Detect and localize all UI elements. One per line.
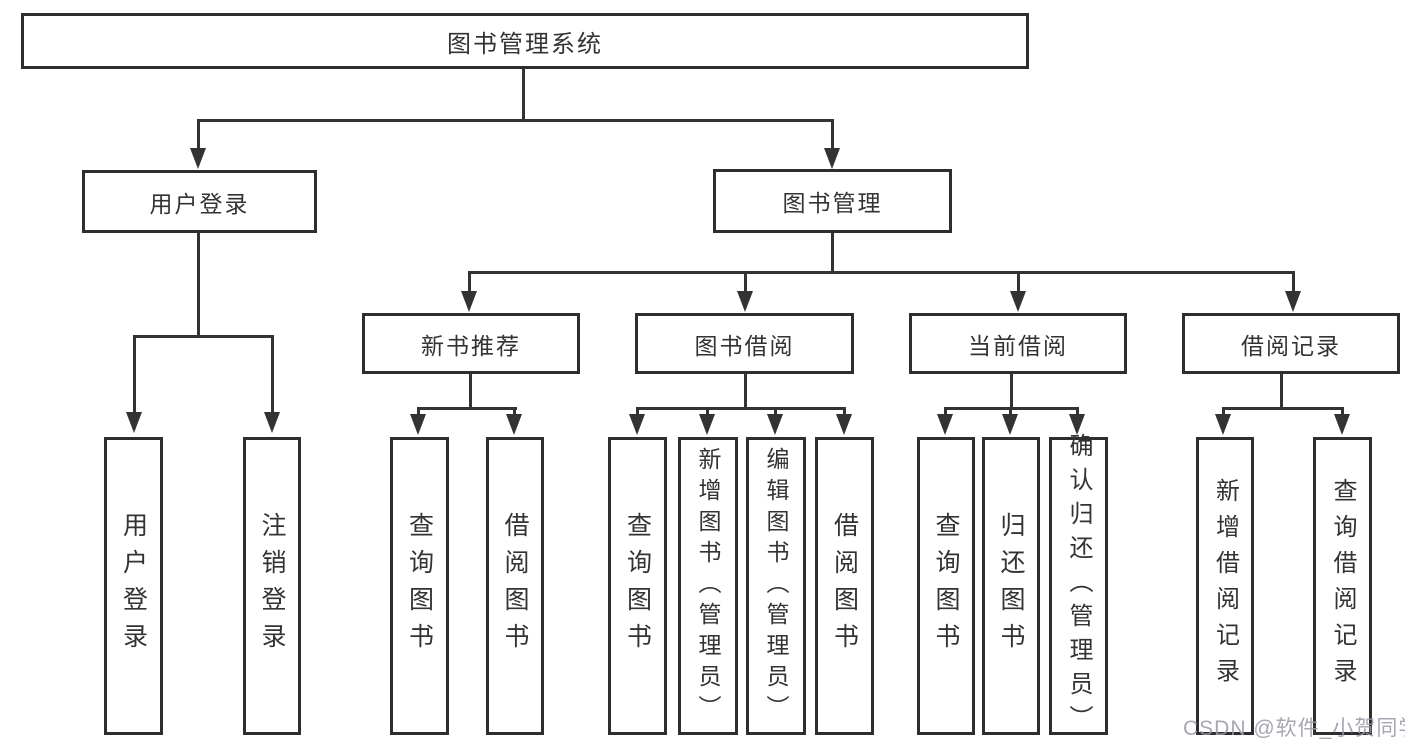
- leaf-query-book-current-label: 查询图书: [932, 512, 960, 660]
- leaf-query-book-borrowing: 查询图书: [608, 437, 667, 735]
- arrowhead-down-icon: [937, 414, 953, 435]
- arrowhead-down-icon: [1215, 414, 1231, 435]
- node-new-book-recommend: 新书推荐: [362, 313, 580, 374]
- connector-arrow-stem: [1222, 407, 1225, 417]
- connector-borrow-split: [636, 407, 846, 410]
- node-root-label: 图书管理系统: [447, 30, 603, 58]
- leaf-query-borrow-record-label: 查询借阅记录: [1329, 478, 1356, 694]
- leaf-borrow-book-borrowing-label: 借阅图书: [830, 512, 859, 660]
- leaf-add-borrow-record: 新增借阅记录: [1196, 437, 1254, 735]
- leaf-add-borrow-record-label: 新增借阅记录: [1211, 478, 1239, 694]
- leaf-user-login: 用户登录: [104, 437, 163, 735]
- connector-arrow-stem: [197, 119, 200, 152]
- connector-root-stem: [522, 69, 525, 122]
- connector-arrow-stem: [774, 407, 777, 417]
- leaf-logout-label: 注销登录: [258, 512, 286, 660]
- leaf-query-book-current: 查询图书: [917, 437, 975, 735]
- leaf-query-book-borrowing-label: 查询图书: [623, 512, 652, 660]
- arrowhead-down-icon: [1285, 291, 1301, 312]
- leaf-logout: 注销登录: [243, 437, 301, 735]
- connector-arrow-stem: [1017, 271, 1020, 294]
- arrowhead-down-icon: [461, 291, 477, 312]
- connector-arrow-stem: [706, 407, 709, 417]
- leaf-query-book-recommend-label: 查询图书: [405, 512, 434, 660]
- connector-records-split: [1222, 407, 1344, 410]
- arrowhead-down-icon: [737, 291, 753, 312]
- node-user-login: 用户登录: [82, 170, 317, 233]
- connector-borrow-stem: [744, 374, 747, 410]
- connector-arrow-stem: [513, 407, 516, 417]
- node-user-login-label: 用户登录: [149, 190, 250, 217]
- arrowhead-down-icon: [1334, 414, 1350, 435]
- connector-arrow-stem: [1076, 407, 1079, 417]
- connector-userlogin-stem: [197, 233, 200, 338]
- connector-bookmgmt-stem: [831, 233, 834, 274]
- connector-arrow-stem: [468, 271, 471, 294]
- node-borrowing-records: 借阅记录: [1182, 313, 1400, 374]
- connector-root-split: [197, 119, 834, 122]
- arrowhead-down-icon: [824, 148, 840, 169]
- leaf-query-book-recommend: 查询图书: [390, 437, 449, 735]
- connector-arrow-stem: [831, 119, 834, 152]
- leaf-borrow-book-recommend-label: 借阅图书: [501, 512, 529, 660]
- connector-records-stem: [1280, 374, 1283, 410]
- connector-current-stem: [1010, 374, 1013, 410]
- leaf-query-borrow-record: 查询借阅记录: [1313, 437, 1372, 735]
- connector-arrow-stem: [1009, 407, 1012, 417]
- connector-arrow-stem: [417, 407, 420, 417]
- arrowhead-down-icon: [506, 414, 522, 435]
- connector-arrow-stem: [843, 407, 846, 417]
- node-book-management: 图书管理: [713, 169, 952, 233]
- leaf-add-book-admin-label: 新增图书（管理员）: [695, 446, 721, 726]
- node-borrowing-records-label: 借阅记录: [1241, 332, 1341, 359]
- leaf-confirm-return-admin: 确认归还（管理员）: [1049, 433, 1108, 739]
- node-new-book-recommend-label: 新书推荐: [421, 332, 521, 359]
- arrowhead-down-icon: [264, 412, 280, 433]
- connector-arrow-stem: [1341, 407, 1344, 417]
- arrowhead-down-icon: [699, 414, 715, 435]
- arrowhead-down-icon: [126, 412, 142, 433]
- connector-bookmgmt-split: [468, 271, 1295, 274]
- leaf-edit-book-admin: 编辑图书（管理员）: [746, 437, 806, 735]
- connector-arrow-stem: [133, 335, 136, 414]
- arrowhead-down-icon: [629, 414, 645, 435]
- arrowhead-down-icon: [1010, 291, 1026, 312]
- arrowhead-down-icon: [410, 414, 426, 435]
- leaf-borrow-book-recommend: 借阅图书: [486, 437, 544, 735]
- node-current-borrowing-label: 当前借阅: [968, 332, 1068, 359]
- arrowhead-down-icon: [1069, 414, 1085, 435]
- leaf-borrow-book-borrowing: 借阅图书: [815, 437, 874, 735]
- connector-arrow-stem: [271, 335, 274, 414]
- arrowhead-down-icon: [190, 148, 206, 169]
- leaf-return-book: 归还图书: [982, 437, 1040, 735]
- leaf-edit-book-admin-label: 编辑图书（管理员）: [763, 446, 789, 726]
- node-book-borrowing-label: 图书借阅: [694, 332, 795, 359]
- leaf-add-book-admin: 新增图书（管理员）: [678, 437, 738, 735]
- leaf-user-login-label: 用户登录: [119, 512, 148, 660]
- connector-arrow-stem: [944, 407, 947, 417]
- leaf-return-book-label: 归还图书: [997, 512, 1025, 660]
- connector-arrow-stem: [1292, 271, 1295, 294]
- connector-userlogin-split: [133, 335, 274, 338]
- leaf-confirm-return-admin-label: 确认归还（管理员）: [1065, 433, 1092, 739]
- node-book-borrowing: 图书借阅: [635, 313, 854, 374]
- connector-newrec-stem: [469, 374, 472, 410]
- arrowhead-down-icon: [836, 414, 852, 435]
- connector-newrec-split: [417, 407, 517, 410]
- node-book-management-label: 图书管理: [782, 190, 883, 216]
- arrowhead-down-icon: [1002, 414, 1018, 435]
- node-current-borrowing: 当前借阅: [909, 313, 1127, 374]
- node-root: 图书管理系统: [21, 13, 1029, 69]
- arrowhead-down-icon: [767, 414, 783, 435]
- connector-arrow-stem: [636, 407, 639, 417]
- connector-arrow-stem: [744, 271, 747, 294]
